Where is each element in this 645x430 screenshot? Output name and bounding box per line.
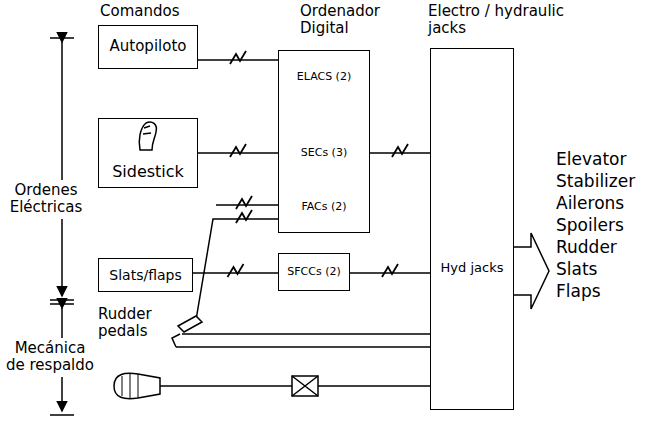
annotation-label: Comandos <box>100 3 210 20</box>
process-box: ELACS (2) SECs (3) FACs (2) <box>278 50 370 233</box>
annotation-label: Rudder pedals <box>98 306 173 341</box>
annotation-label: Electro / hydraulic jacks <box>428 3 578 38</box>
annotation-label: Ordenes Eléctricas <box>4 180 88 219</box>
process-box: Sidestick <box>98 118 198 188</box>
signal-connector <box>198 51 278 64</box>
digital-link-symbol <box>228 264 244 277</box>
annotation-label: Stabilizer <box>556 172 644 192</box>
process-box: Hyd jacks <box>430 48 514 410</box>
node-text: SECs (3) <box>279 147 369 160</box>
node-text: Slats/flaps <box>109 267 181 283</box>
signal-connector <box>198 144 278 157</box>
digital-link-symbol <box>230 51 246 64</box>
node-text: Autopiloto <box>110 38 187 55</box>
signal-connector <box>350 264 430 277</box>
digital-link-symbol <box>392 144 408 157</box>
annotation-label: Rudder <box>556 238 644 258</box>
annotation-label: Slats <box>556 260 644 280</box>
process-box: Autopiloto <box>98 25 198 69</box>
annotation-label: Ordenador Digital <box>300 3 390 38</box>
node-text: SFCCs (2) <box>287 266 340 279</box>
annotation-label: Elevator <box>556 150 644 170</box>
annotation-label: Ailerons <box>556 194 644 214</box>
process-box: SFCCs (2) <box>278 253 350 291</box>
digital-link-symbol <box>230 144 246 157</box>
annotation-label: Flaps <box>556 282 644 302</box>
process-box: Slats/flaps <box>98 258 193 292</box>
node-text: Hyd jacks <box>431 261 513 276</box>
node-text: ELACS (2) <box>279 71 369 84</box>
annotation-label: Mecánica de respaldo <box>4 338 96 377</box>
node-text: Sidestick <box>112 163 184 181</box>
signal-connector <box>193 264 278 277</box>
node-text: FACs (2) <box>279 201 369 214</box>
digital-link-symbol <box>382 264 398 277</box>
annotation-label: Spoilers <box>556 216 644 236</box>
signal-connector <box>370 144 430 157</box>
